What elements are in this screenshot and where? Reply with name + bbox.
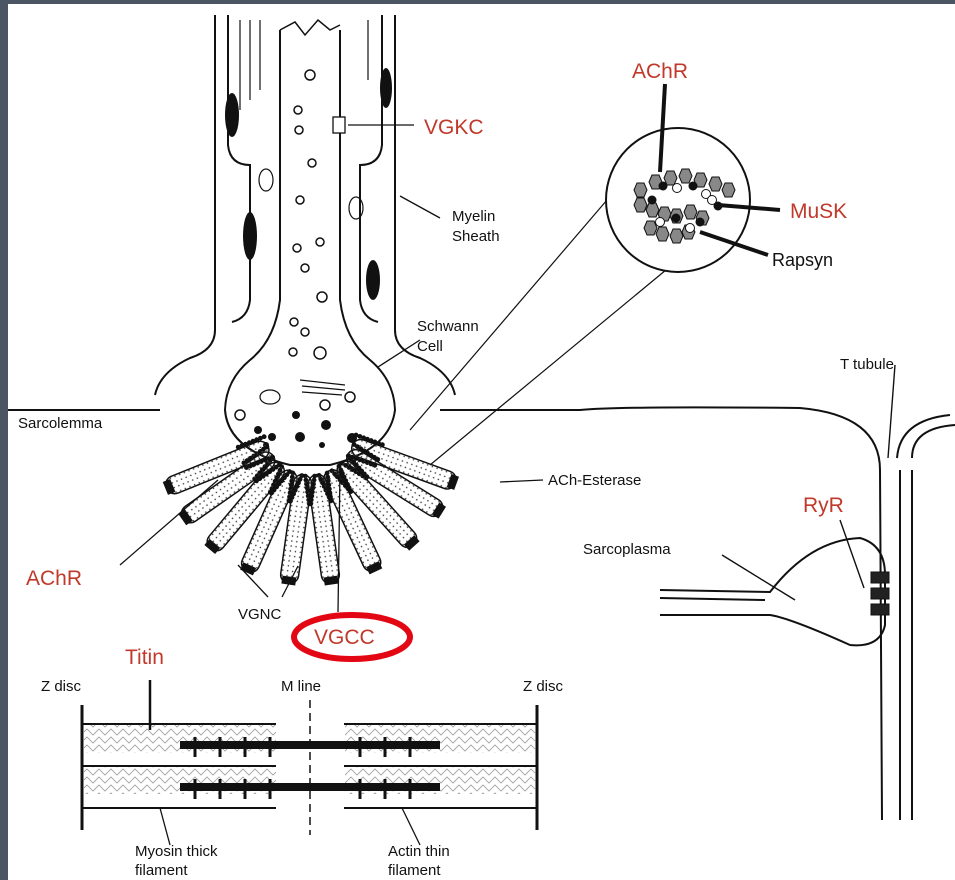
sheath-label: Sheath	[452, 228, 500, 245]
sarcoplasma-label: Sarcoplasma	[583, 541, 671, 558]
achr-left-label: AChR	[26, 567, 82, 590]
schwann-label: Schwann	[417, 318, 479, 335]
t-tubule-system	[660, 415, 955, 820]
ach-esterase-label: ACh-Esterase	[548, 472, 641, 489]
ryr-channels	[871, 365, 895, 615]
musk-molecule	[696, 218, 705, 227]
mitochondria	[259, 169, 363, 404]
achr-receptor	[646, 203, 659, 217]
sarcomere	[82, 680, 537, 845]
rapsyn-molecule	[708, 196, 717, 205]
sarcolemma-label: Sarcolemma	[18, 415, 103, 432]
musk-molecule	[672, 214, 681, 223]
nerve-terminal	[155, 15, 455, 465]
z-disc-left-label: Z disc	[41, 678, 82, 695]
musk-label: MuSK	[790, 200, 847, 223]
achr-receptor	[634, 183, 647, 197]
vgcc-label: VGCC	[314, 626, 375, 649]
vgkc-label: VGKC	[424, 116, 484, 139]
musk-molecule	[648, 196, 657, 205]
dense-vesicles	[254, 411, 357, 448]
myosin-label-line1: Myosin thick	[135, 843, 218, 860]
achr-receptor	[644, 221, 657, 235]
achr-top-label: AChR	[632, 60, 688, 83]
achr-receptor	[634, 198, 647, 212]
rapsyn-molecule	[686, 224, 695, 233]
junctional-folds	[160, 432, 461, 586]
rapsyn-molecule	[673, 184, 682, 193]
rapsyn-label: Rapsyn	[772, 250, 833, 270]
achr-receptor	[684, 205, 697, 219]
rapsyn-molecule	[656, 218, 665, 227]
t-tubule-label: T tubule	[840, 356, 894, 373]
z-disc-right-label: Z disc	[523, 678, 564, 695]
achr-receptor	[722, 183, 735, 197]
receptor-inset	[410, 128, 750, 465]
actin-label-line2: filament	[388, 862, 441, 879]
diagram-frame: AChR MuSK Rapsyn VGKC Myelin Sheath Schw…	[8, 4, 955, 880]
vgnc-label: VGNC	[238, 606, 282, 623]
m-line-label: M line	[281, 678, 321, 695]
achr-receptor	[656, 227, 669, 241]
myosin-label-line2: filament	[135, 862, 188, 879]
achr-receptor	[679, 169, 692, 183]
neuromuscular-junction-diagram: AChR MuSK Rapsyn VGKC Myelin Sheath Schw…	[8, 4, 955, 880]
cell-label: Cell	[417, 338, 443, 355]
musk-molecule	[689, 182, 698, 191]
achr-receptor	[670, 229, 683, 243]
ryr-label: RyR	[803, 494, 844, 517]
myelin-label: Myelin	[452, 208, 495, 225]
musk-molecule	[659, 182, 668, 191]
actin-label-line1: Actin thin	[388, 843, 450, 860]
titin-label: Titin	[125, 646, 164, 669]
achr-receptor	[709, 177, 722, 191]
